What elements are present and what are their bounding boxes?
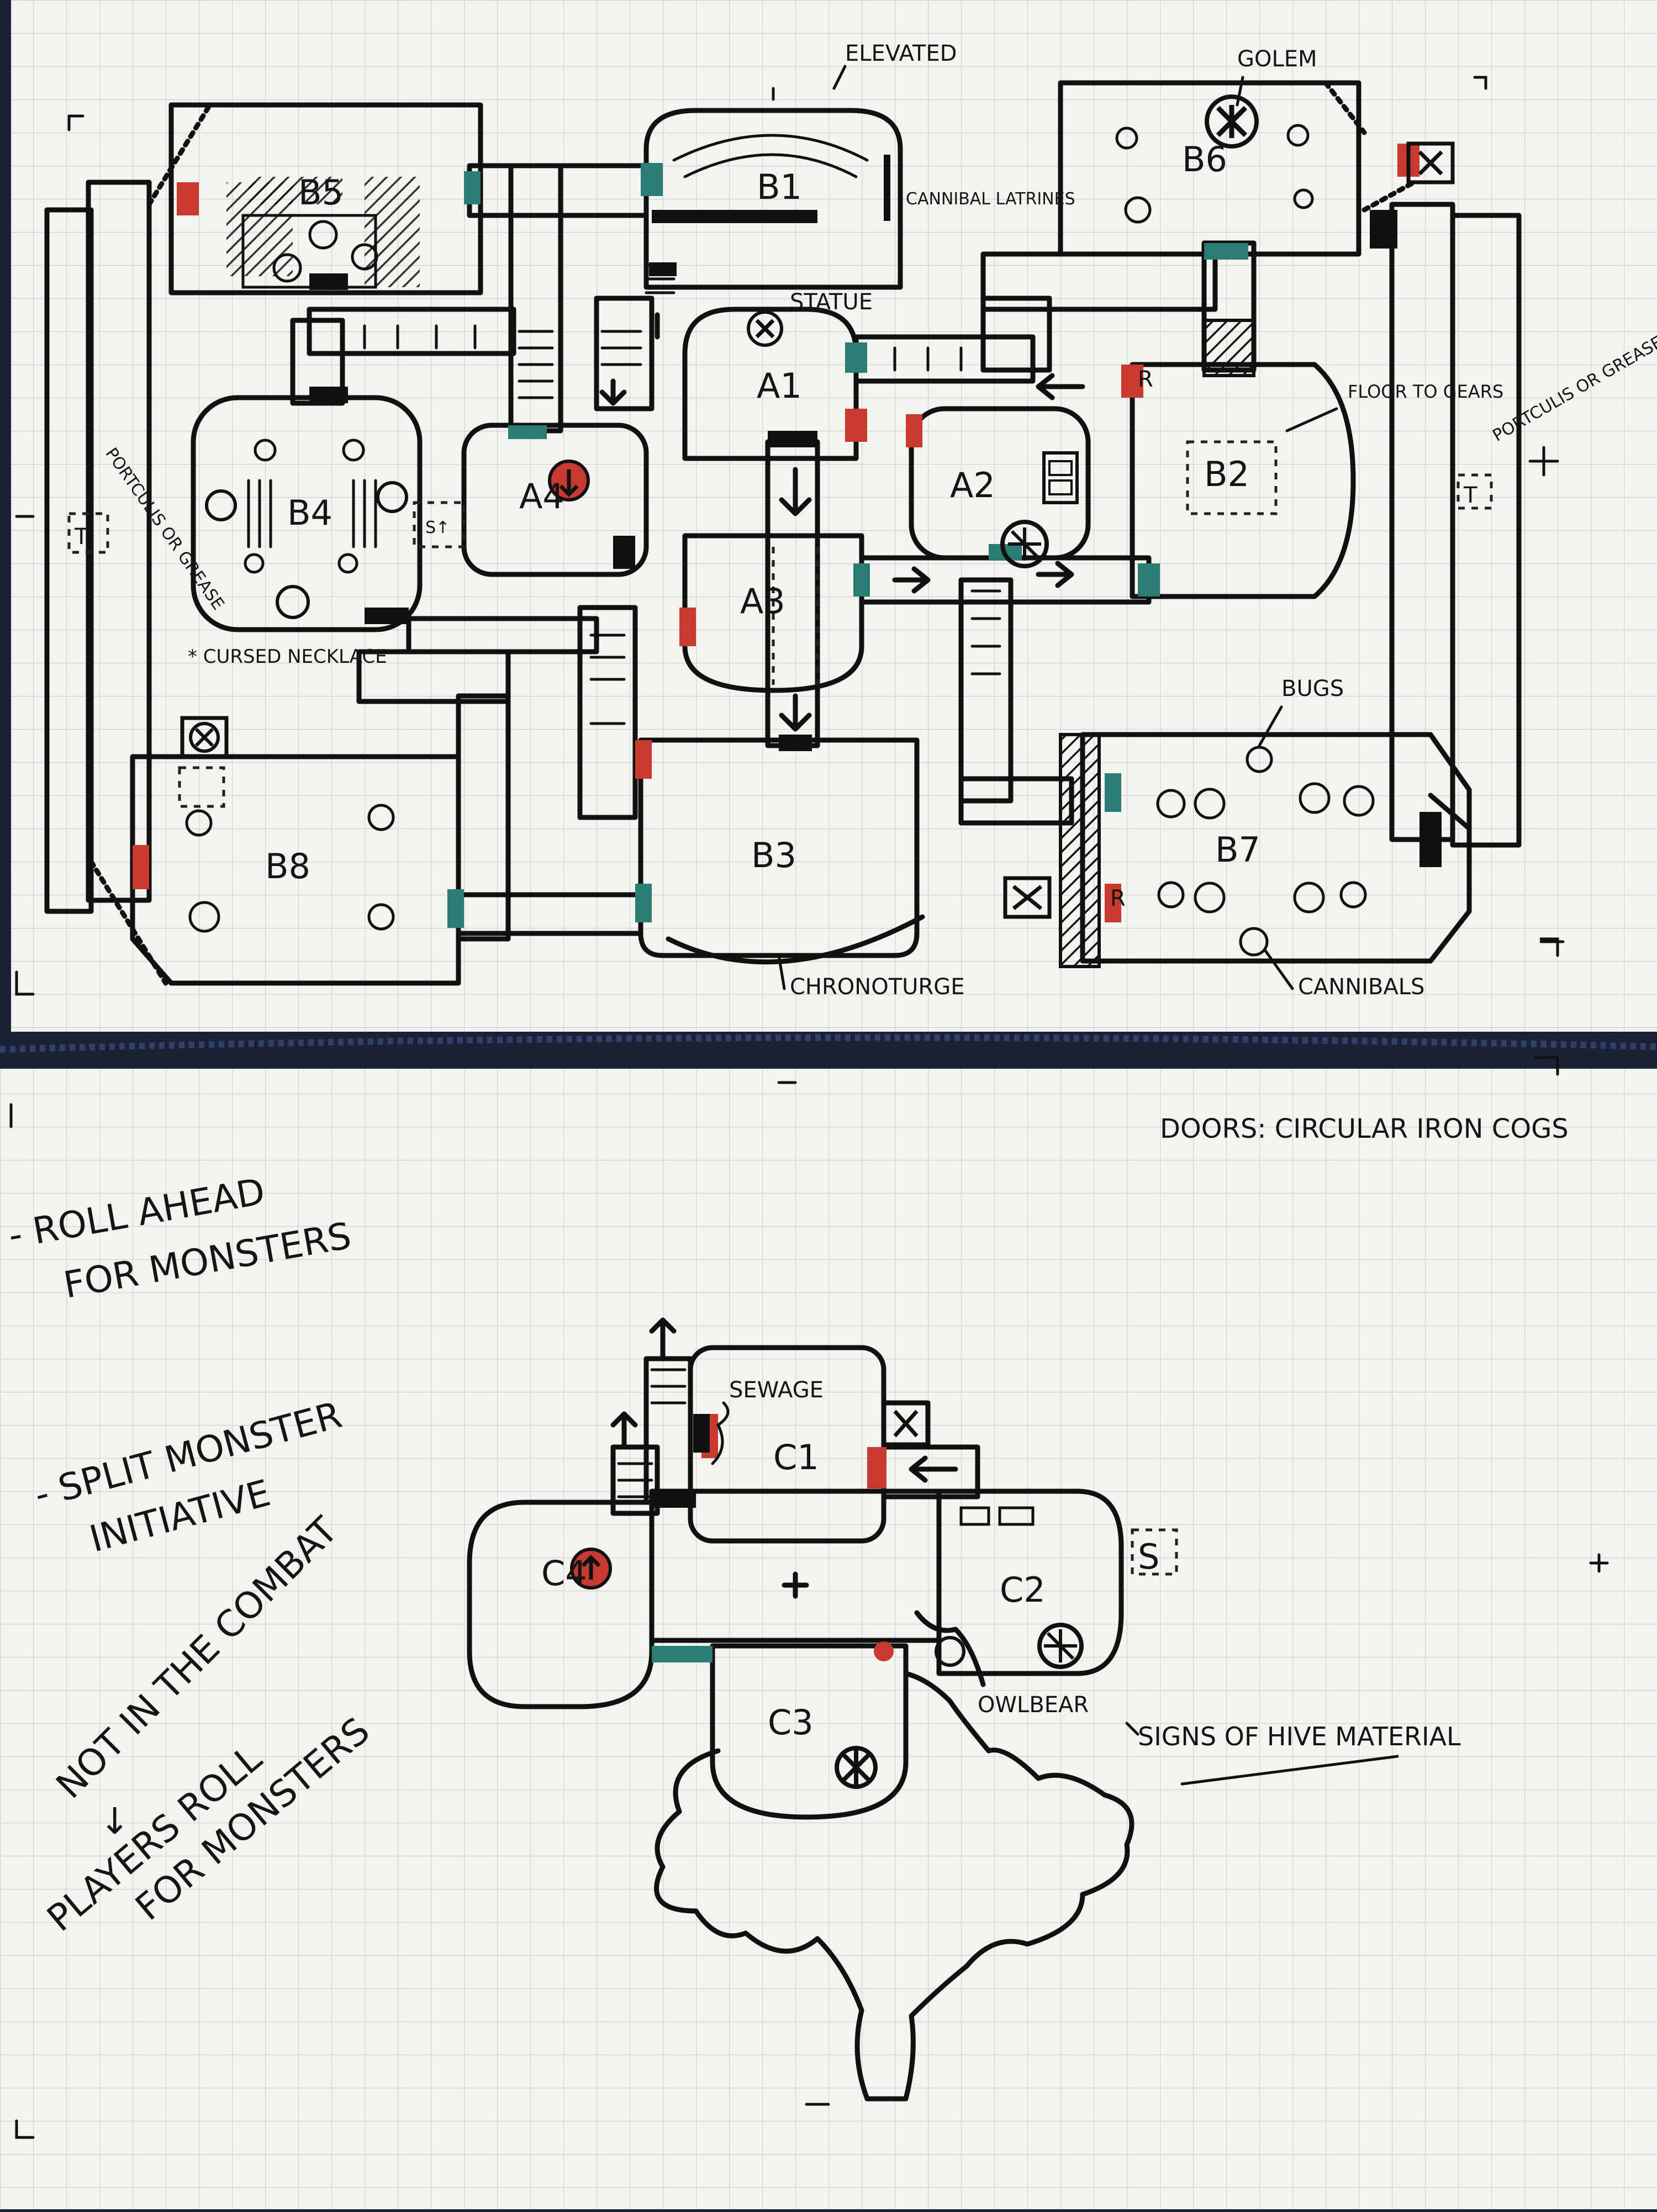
note-cannibal-latrines: Cannibal Latrines [906, 189, 1075, 209]
note-sewage: Sewage [729, 1377, 824, 1403]
label-b7: B7 [1215, 830, 1260, 870]
note-elevated: Elevated [845, 41, 957, 66]
label-b8: B8 [265, 846, 310, 886]
marker-r-2: R [1110, 886, 1126, 911]
label-b5: B5 [298, 172, 344, 213]
label-a4: A4 [519, 476, 564, 516]
label-a3: A3 [740, 581, 785, 621]
label-a2: A2 [950, 465, 995, 505]
label-b2: B2 [1204, 454, 1249, 494]
note-bugs: Bugs [1281, 676, 1344, 701]
note-cursed-necklace: * Cursed Necklace [188, 646, 387, 668]
note-statue: Statue [790, 289, 873, 315]
label-a1: A1 [757, 366, 802, 406]
note-cannibals: Cannibals [1298, 974, 1424, 1000]
note-doors: Doors: Circular Iron Cogs [1160, 1113, 1569, 1144]
note-floor-to-gears: Floor to Gears [1348, 381, 1503, 402]
label-b4: B4 [287, 493, 333, 533]
marker-t-1: T [74, 524, 88, 550]
label-c1: C1 [773, 1437, 819, 1477]
label-c3: C3 [768, 1702, 814, 1743]
note-owlbear: Owlbear [978, 1692, 1089, 1718]
note-signs-of-hive: Signs of Hive Material [1138, 1722, 1461, 1751]
marker-s-up: S↑ [425, 518, 450, 537]
marker-r-1: R [1138, 367, 1153, 392]
marker-s: S [1138, 1537, 1159, 1577]
marker-t-2: T [1463, 483, 1477, 508]
note-golem: Golem [1237, 46, 1317, 72]
note-chronoturge: Chronoturge [790, 974, 964, 1000]
label-b3: B3 [751, 835, 796, 875]
label-b1: B1 [757, 167, 802, 207]
label-c4: C4 [541, 1553, 587, 1593]
label-c2: C2 [1000, 1570, 1046, 1610]
label-b6: B6 [1182, 139, 1227, 180]
